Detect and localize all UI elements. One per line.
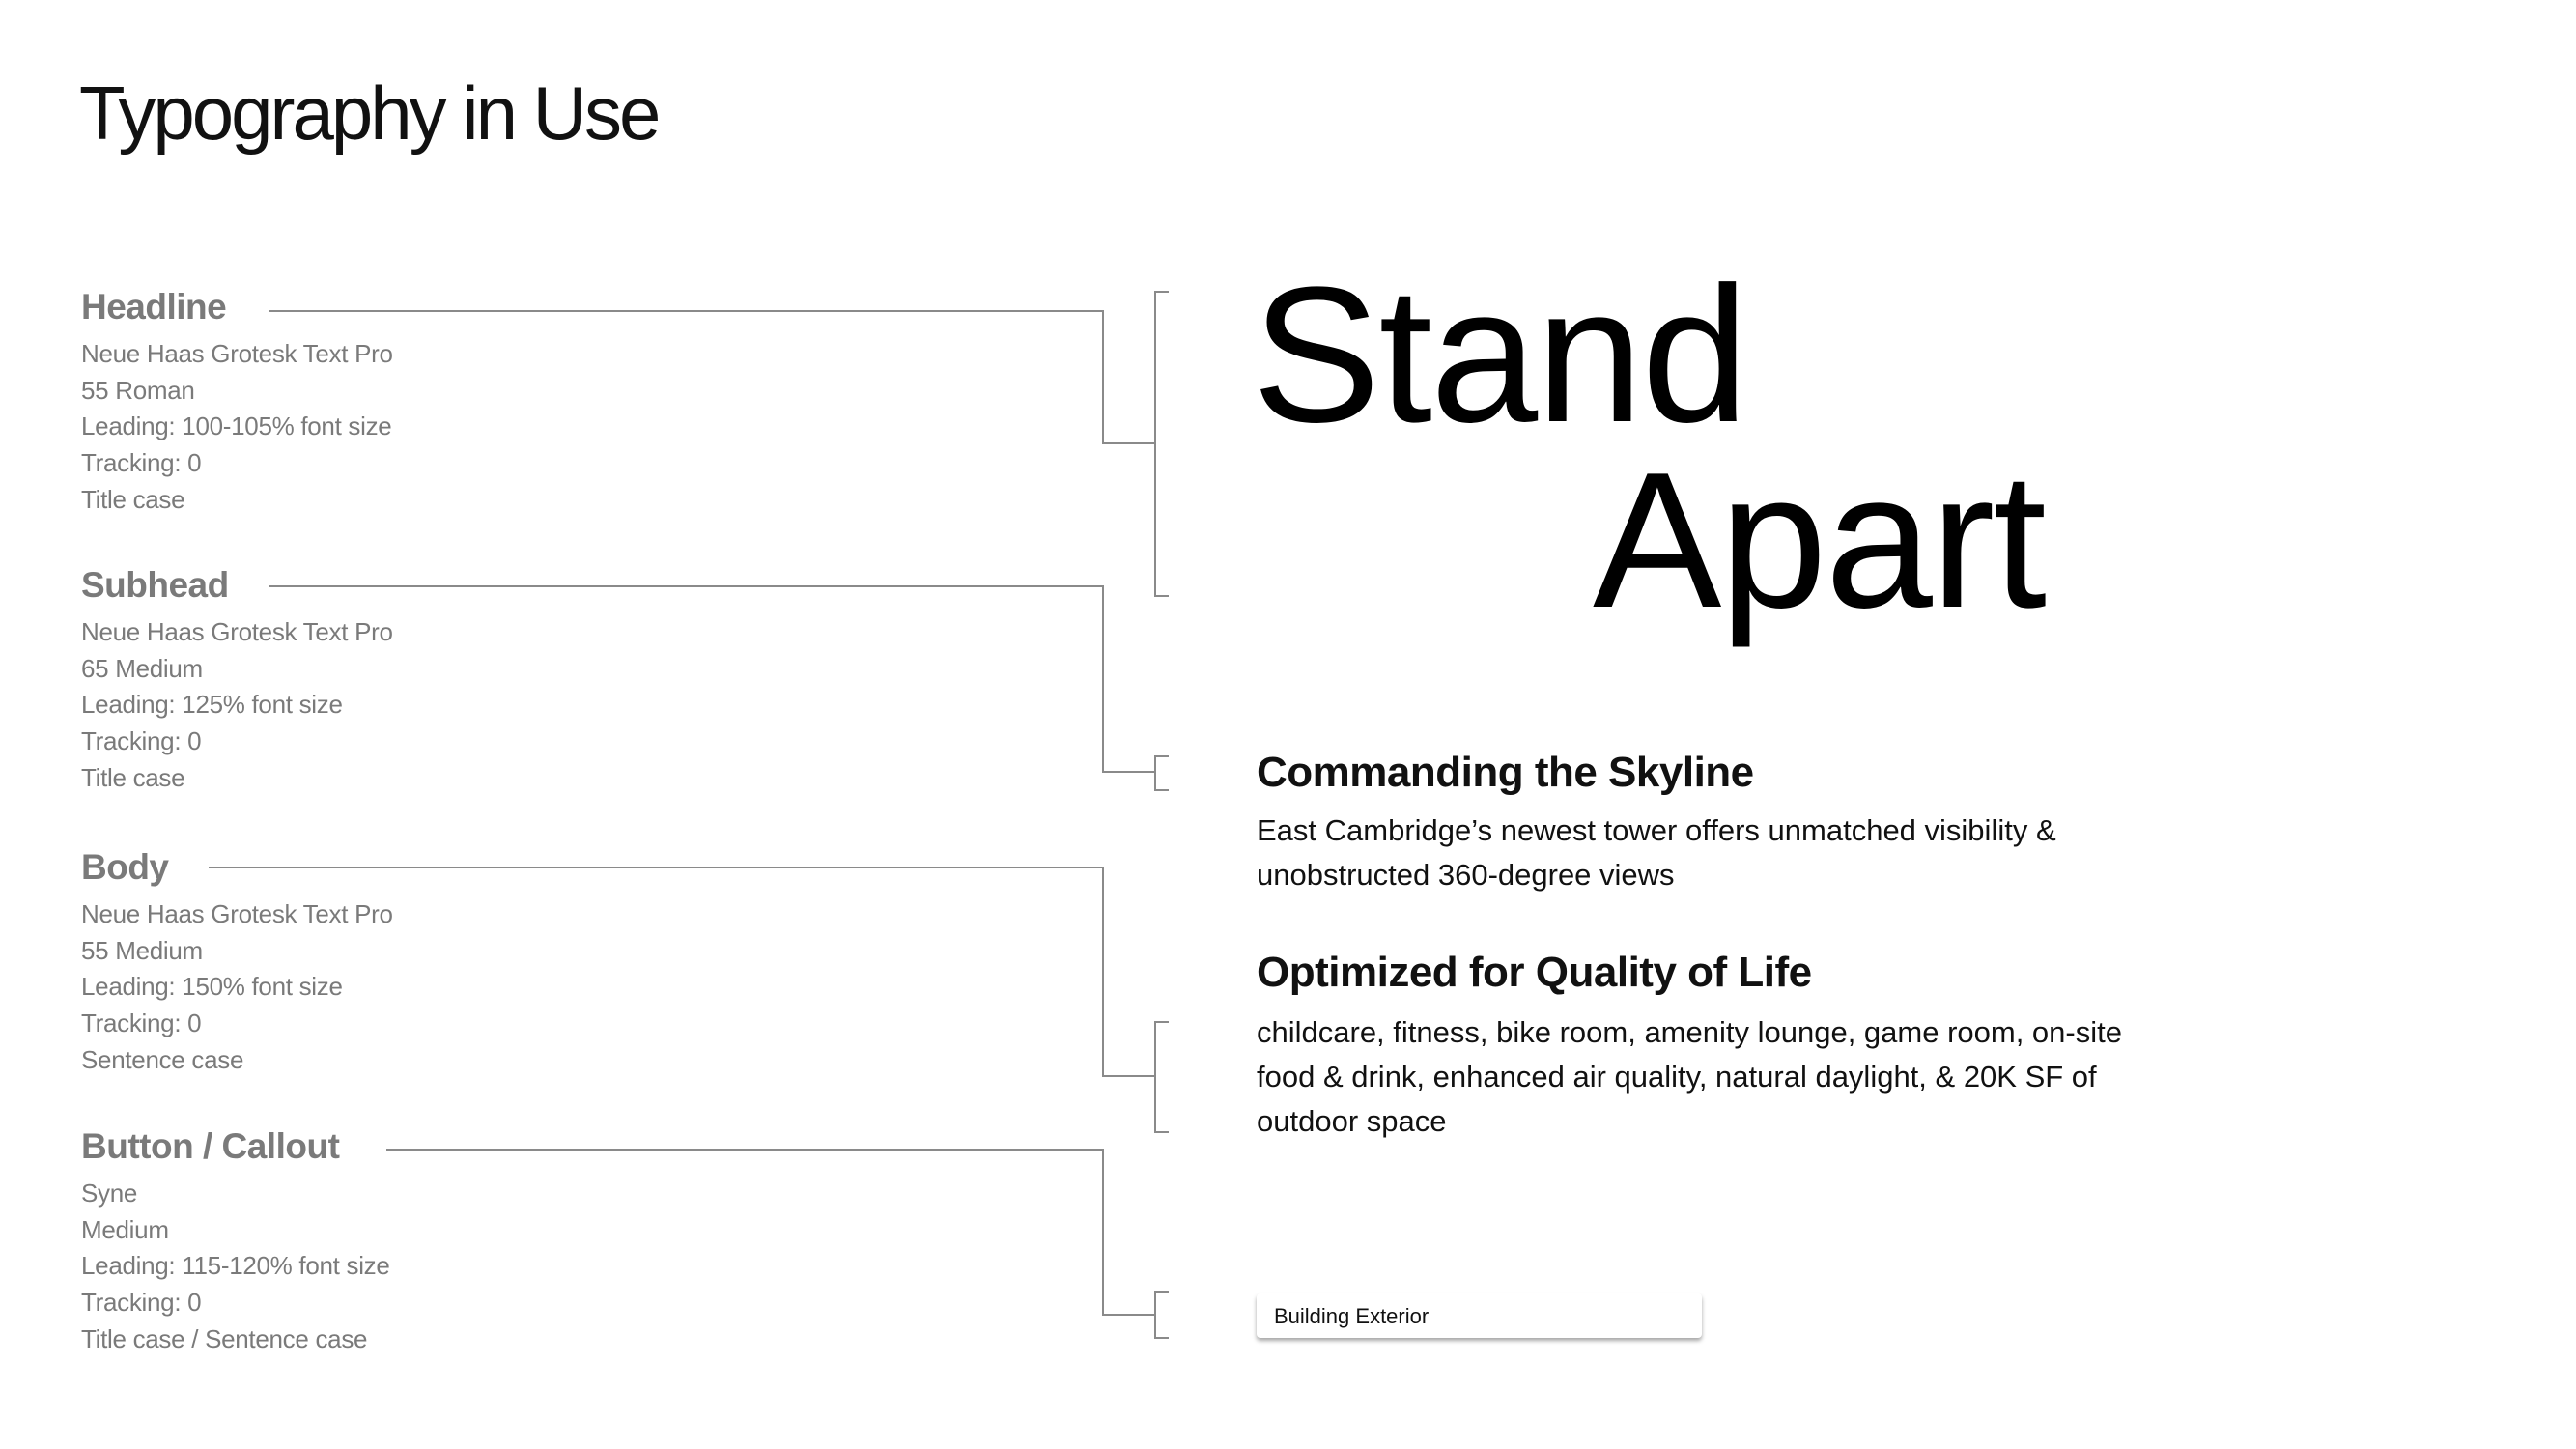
building-exterior-button[interactable]: Building Exterior <box>1257 1293 1702 1338</box>
headline-bracket <box>1154 291 1169 597</box>
spec-line: 55 Roman <box>81 375 195 405</box>
headline-connector <box>269 310 1155 444</box>
body-bracket <box>1154 1021 1169 1133</box>
spec-line: Title case <box>81 762 185 792</box>
spec-line: Sentence case <box>81 1044 244 1074</box>
subhead-connector <box>269 585 1155 773</box>
spec-line: Syne <box>81 1179 138 1208</box>
spec-line: Tracking: 0 <box>81 448 202 478</box>
button-bracket <box>1154 1291 1169 1339</box>
spec-line: Tracking: 0 <box>81 726 202 756</box>
sample-body-1: East Cambridge’s newest tower offers unm… <box>1257 813 2056 892</box>
spec-line: 55 Medium <box>81 935 203 965</box>
subhead-bracket <box>1154 755 1169 791</box>
spec-line: Neue Haas Grotesk Text Pro <box>81 339 393 368</box>
spec-line: Neue Haas Grotesk Text Pro <box>81 617 393 646</box>
spec-body: Body Neue Haas Grotesk Text Pro 55 Mediu… <box>81 846 393 1079</box>
body-connector <box>209 867 1155 1077</box>
spec-label: Subhead <box>81 565 229 605</box>
spec-line: Leading: 125% font size <box>81 690 343 720</box>
page-title: Typography in Use <box>79 71 661 156</box>
spec-subhead: Subhead Neue Haas Grotesk Text Pro 65 Me… <box>81 564 393 797</box>
spec-line: Title case <box>81 484 185 514</box>
spec-line: 65 Medium <box>81 653 203 683</box>
spec-line: Tracking: 0 <box>81 1288 202 1318</box>
button-connector <box>386 1149 1155 1316</box>
spec-line: Leading: 100-105% font size <box>81 412 392 441</box>
sample-headline-line-1: Stand <box>1252 247 1749 463</box>
spec-label: Headline <box>81 287 227 327</box>
spec-line: Leading: 115-120% font size <box>81 1251 390 1281</box>
spec-line: Tracking: 0 <box>81 1009 202 1038</box>
spec-label: Body <box>81 847 169 887</box>
spec-label: Button / Callout <box>81 1126 340 1166</box>
sample-subhead-1: Commanding the Skyline <box>1257 749 1754 796</box>
sample-headline-line-2: Apart <box>1593 433 2047 648</box>
button-label: Building Exterior <box>1274 1304 1430 1328</box>
spec-headline: Headline Neue Haas Grotesk Text Pro 55 R… <box>81 286 393 519</box>
spec-line: Medium <box>81 1214 169 1244</box>
spec-line: Neue Haas Grotesk Text Pro <box>81 899 393 928</box>
sample-body-2: childcare, fitness, bike room, amenity l… <box>1257 1015 2122 1138</box>
sample-subhead-2: Optimized for Quality of Life <box>1257 949 1812 996</box>
spec-button-callout: Button / Callout Syne Medium Leading: 11… <box>81 1125 390 1358</box>
spec-line: Leading: 150% font size <box>81 972 343 1002</box>
spec-line: Title case / Sentence case <box>81 1323 368 1353</box>
